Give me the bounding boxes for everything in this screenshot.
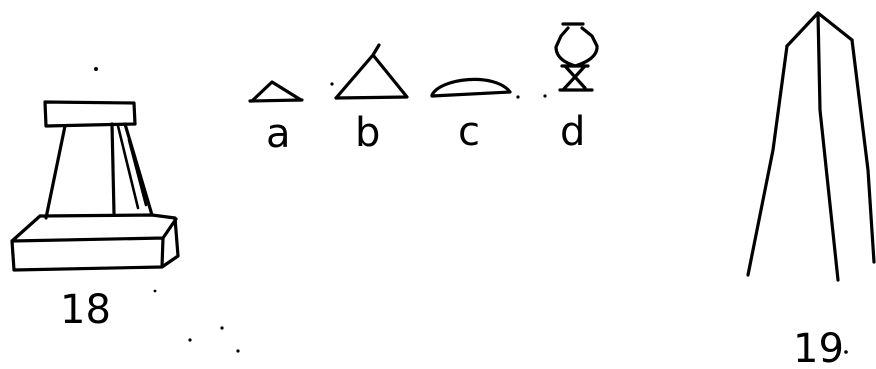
sign-a-letter: a bbox=[266, 111, 291, 157]
figure-18-pedestal: 18 bbox=[10, 100, 180, 333]
stray-specks bbox=[94, 67, 848, 354]
sign-b-letter: b bbox=[355, 110, 380, 156]
obelisk-central-edge bbox=[816, 11, 840, 282]
sign-c-letter: c bbox=[458, 109, 480, 155]
figure-18-number: 18 bbox=[60, 287, 111, 333]
sign-a: a bbox=[248, 80, 304, 157]
obelisk-left-edge bbox=[746, 44, 789, 277]
sign-a-triangle-base bbox=[248, 98, 304, 103]
pedestal-top-slab bbox=[43, 100, 137, 128]
sign-d-vase bbox=[554, 22, 599, 68]
sign-b-triangle bbox=[334, 43, 409, 100]
obelisk-right-edge bbox=[850, 38, 876, 264]
figure-19-number: 19 bbox=[793, 326, 844, 369]
sign-d-letter: d bbox=[560, 109, 585, 155]
sign-b: b bbox=[334, 43, 409, 156]
sign-d: d bbox=[554, 22, 599, 155]
figure-19-obelisk: 19 bbox=[746, 11, 876, 369]
pedestal-shaft-shading bbox=[116, 124, 148, 210]
sign-c: c bbox=[430, 77, 512, 155]
sign-c-dome bbox=[430, 77, 512, 98]
pedestal-base-block bbox=[10, 213, 180, 272]
sign-a-small-triangle bbox=[250, 80, 303, 103]
sign-d-stand bbox=[558, 64, 594, 92]
